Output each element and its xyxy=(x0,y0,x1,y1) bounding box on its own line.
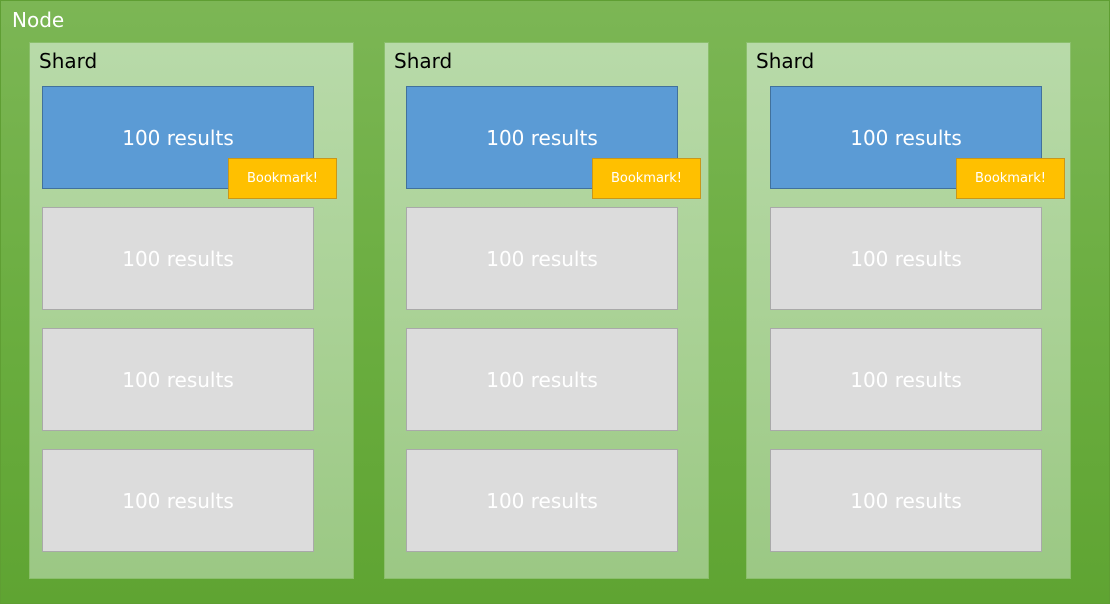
result-page-3: 100 results xyxy=(770,328,1042,431)
result-page-3: 100 results xyxy=(406,328,678,431)
bookmark-marker: Bookmark! xyxy=(592,158,701,199)
result-page-3: 100 results xyxy=(42,328,314,431)
bookmark-marker: Bookmark! xyxy=(228,158,337,199)
shard-2: Shard 100 results 100 results 100 result… xyxy=(384,42,709,579)
result-page-1-active: 100 results xyxy=(42,86,314,189)
node-title: Node xyxy=(12,8,65,32)
shard-title: Shard xyxy=(394,49,453,73)
result-page-2: 100 results xyxy=(42,207,314,310)
result-page-4: 100 results xyxy=(770,449,1042,552)
result-page-2: 100 results xyxy=(406,207,678,310)
shard-1: Shard 100 results 100 results 100 result… xyxy=(29,42,354,579)
result-page-2: 100 results xyxy=(770,207,1042,310)
result-page-4: 100 results xyxy=(42,449,314,552)
shard-title: Shard xyxy=(39,49,98,73)
shard-title: Shard xyxy=(756,49,815,73)
result-page-4: 100 results xyxy=(406,449,678,552)
shard-3: Shard 100 results 100 results 100 result… xyxy=(746,42,1071,579)
bookmark-marker: Bookmark! xyxy=(956,158,1065,199)
